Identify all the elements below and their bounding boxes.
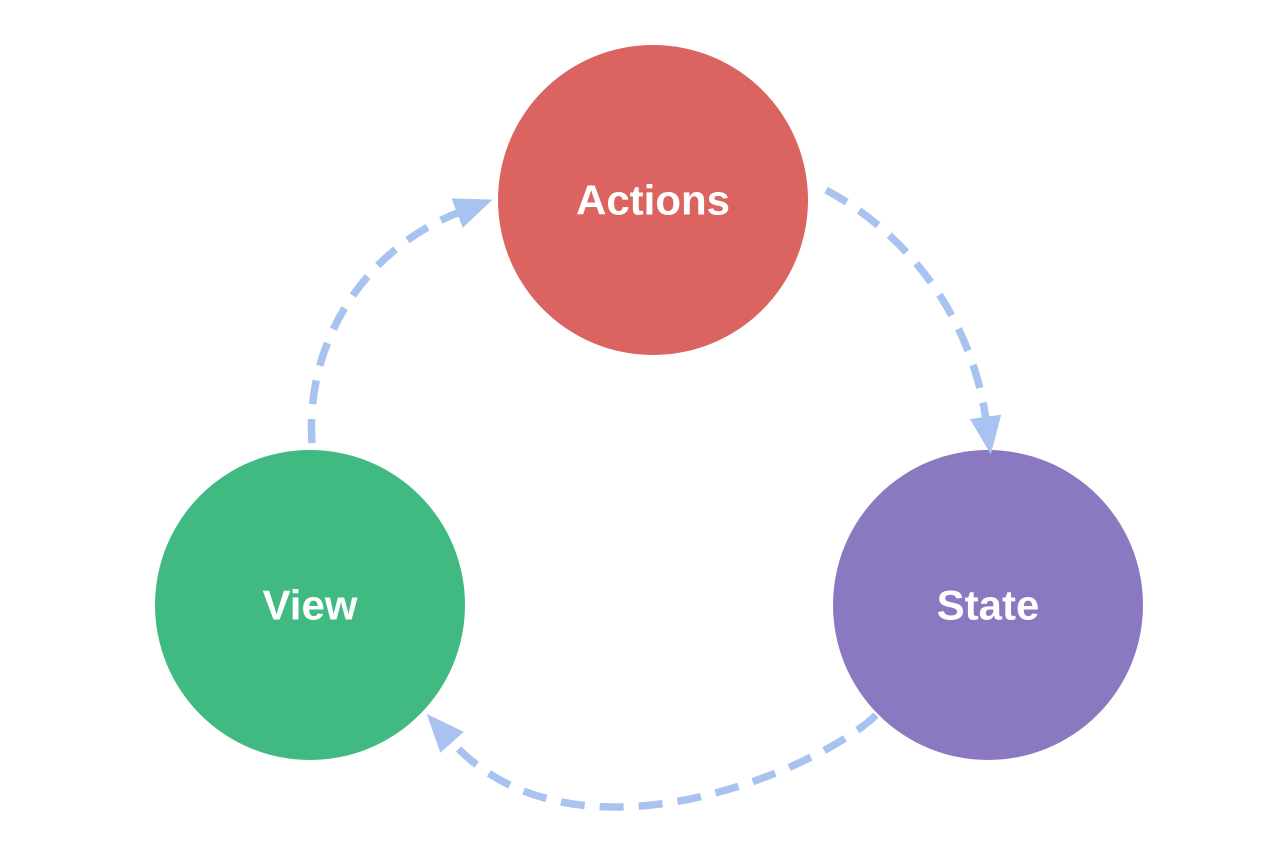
edge-actions-to-state [824, 186, 1002, 455]
edge-view-to-actions [307, 198, 493, 444]
edge-state-to-view [426, 712, 879, 811]
node-view-circle [155, 450, 465, 760]
node-state-label: State [937, 582, 1040, 629]
node-actions-label: Actions [576, 177, 730, 224]
node-actions: Actions [498, 45, 808, 355]
node-view: View [155, 450, 465, 760]
node-state: State [833, 450, 1143, 760]
node-actions-circle [498, 45, 808, 355]
node-view-label: View [263, 582, 358, 629]
node-state-circle [833, 450, 1143, 760]
